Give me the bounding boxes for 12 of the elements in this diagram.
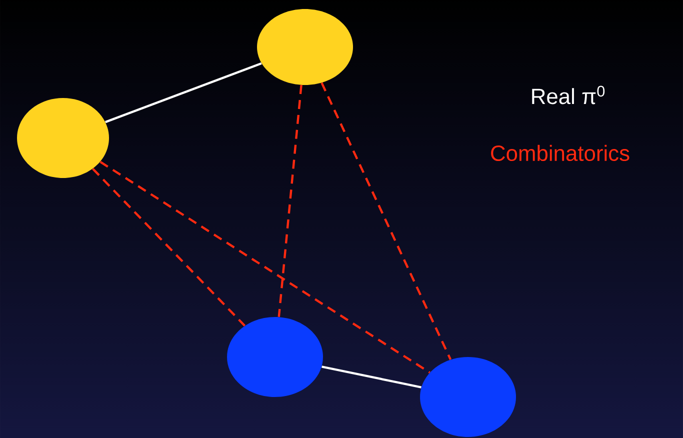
line	[322, 366, 422, 388]
dot	[257, 9, 353, 85]
legend-text: Combinatorics	[491, 144, 630, 162]
dot	[17, 98, 109, 178]
line	[100, 160, 430, 374]
line	[278, 84, 302, 318]
line	[320, 82, 452, 360]
dot	[420, 356, 516, 437]
dot	[227, 316, 323, 397]
line	[92, 168, 246, 326]
line	[105, 62, 262, 124]
legend-text: Real π$^{0}$	[532, 86, 605, 104]
